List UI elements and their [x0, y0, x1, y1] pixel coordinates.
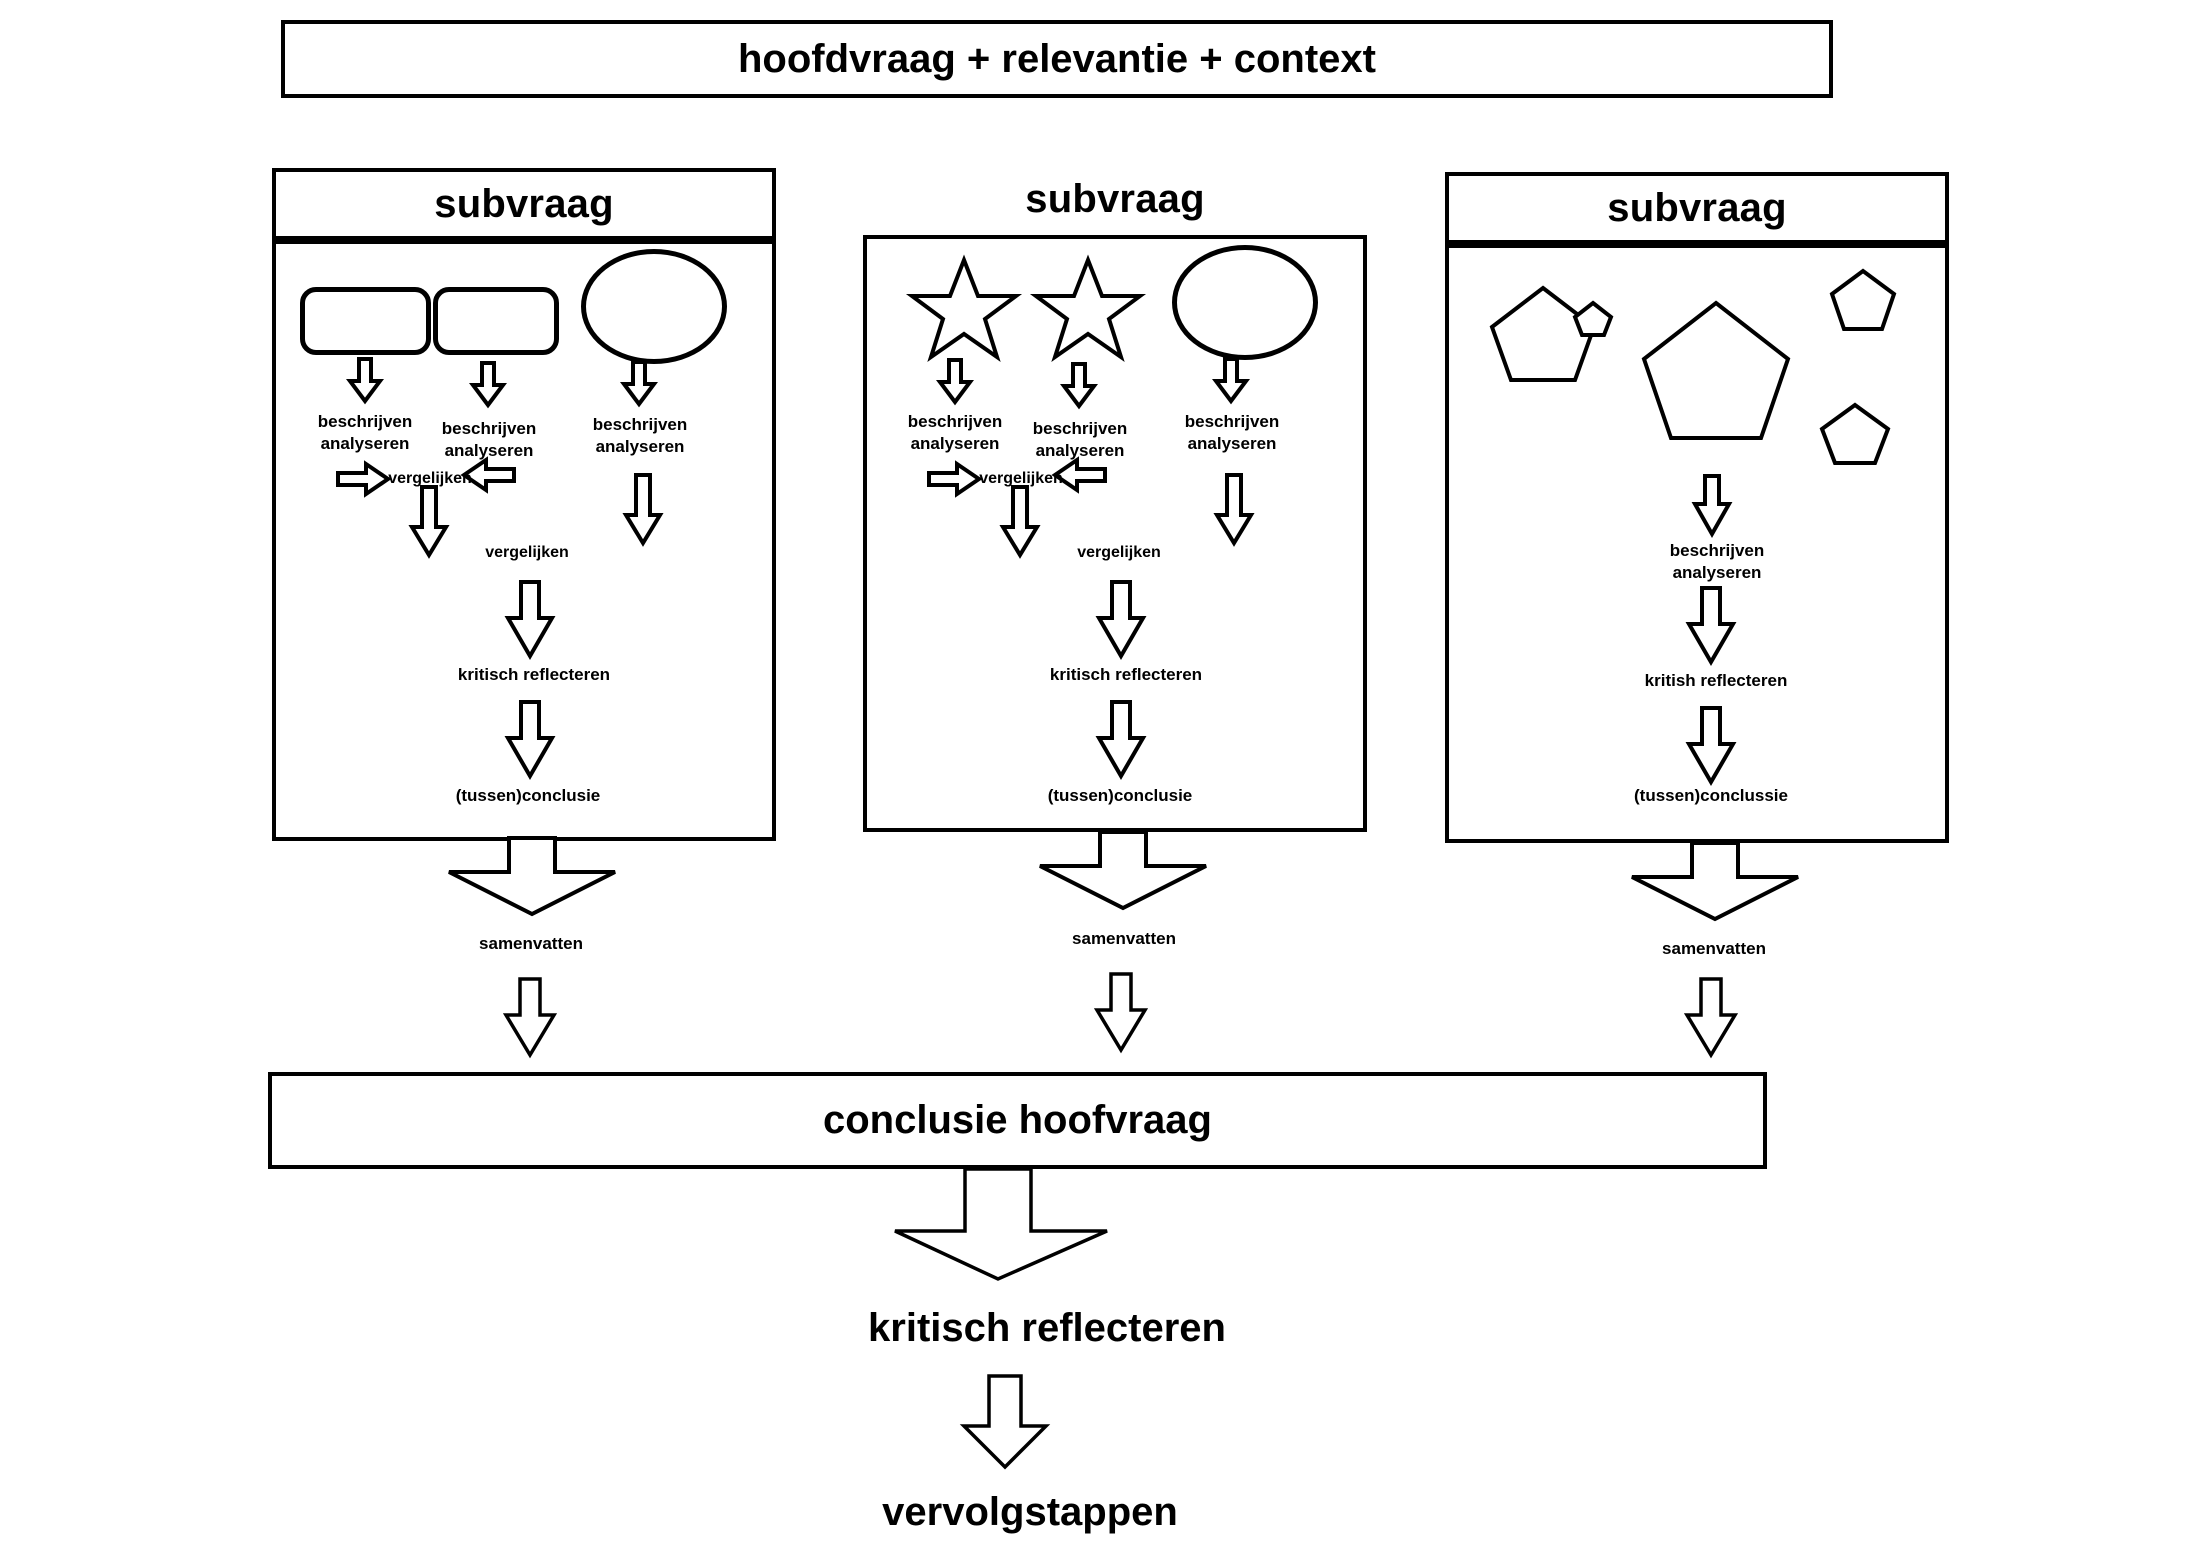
critical-reflect-label-2: kritisch reflecteren — [1049, 665, 1203, 684]
subquestion-header-2-text: subvraag — [863, 163, 1367, 235]
down-arrow-1f — [504, 580, 556, 660]
ellipse-shape-1 — [581, 249, 727, 364]
pentagon-shape-3b — [1572, 300, 1614, 337]
summarize-label-3: samenvatten — [1662, 939, 1766, 958]
ellipse-shape-2 — [1172, 245, 1318, 360]
pentagon-shape-3c — [1641, 300, 1791, 440]
critical-reflect-label-3: kritish reflecteren — [1644, 671, 1788, 690]
describe-analyse-label-1b: beschrijven analyseren — [441, 419, 537, 461]
pentagon-shape-3e — [1819, 402, 1891, 465]
next-steps-label: vervolgstappen — [882, 1490, 1178, 1534]
describe-analyse-label-1a: beschrijven analyseren — [317, 412, 413, 454]
down-arrow-1a — [346, 357, 384, 405]
down-arrow-3b — [1685, 586, 1737, 666]
describe-analyse-label-3: beschrijven analyseren — [1669, 541, 1765, 583]
down-arrow-2f — [1095, 580, 1147, 660]
final-critical-reflect-label: kritisch reflecteren — [868, 1306, 1226, 1350]
down-arrow-2h — [1093, 972, 1149, 1054]
big-down-arrow-2 — [1039, 830, 1207, 911]
down-arrow-1c — [620, 360, 658, 408]
main-conclusion-label: conclusie hoofvraag — [823, 1098, 1212, 1142]
down-arrow-1e — [622, 473, 664, 547]
rounded-rectangle-shape-1a — [300, 287, 431, 355]
down-arrow-2g — [1095, 700, 1147, 780]
describe-analyse-label-2b: beschrijven analyseren — [1032, 419, 1128, 461]
down-arrow-1d — [408, 485, 450, 559]
down-arrow-2d — [999, 485, 1041, 559]
big-down-arrow-3 — [1631, 841, 1799, 922]
subquestion-header-1: subvraag — [272, 168, 776, 240]
right-arrow-2 — [927, 460, 983, 498]
compare-label-1a: vergelijken — [388, 470, 472, 487]
main-question-label: hoofdvraag + relevantie + context — [738, 36, 1376, 81]
subquestion-header-label-2: subvraag — [1025, 176, 1205, 221]
summarize-label-2: samenvatten — [1072, 929, 1176, 948]
down-arrow-2e — [1213, 473, 1255, 547]
interim-conclusion-label-1: (tussen)conclusie — [455, 786, 601, 805]
star-shape-2b — [1029, 254, 1147, 363]
describe-analyse-label-1c: beschrijven analyseren — [592, 415, 688, 457]
subquestion-header-3: subvraag — [1445, 172, 1949, 244]
subquestion-header-label-3: subvraag — [1607, 185, 1787, 230]
rounded-rectangle-shape-1b — [433, 287, 559, 355]
right-arrow-1 — [336, 460, 392, 498]
compare-label-2b: vergelijken — [1077, 544, 1161, 561]
main-question-box: hoofdvraag + relevantie + context — [281, 20, 1833, 98]
interim-conclusion-label-3: (tussen)conclussie — [1634, 786, 1788, 805]
subquestion-header-label-1: subvraag — [434, 181, 614, 226]
interim-conclusion-label-2: (tussen)conclusie — [1047, 786, 1193, 805]
compare-label-1b: vergelijken — [485, 544, 569, 561]
star-shape-2a — [905, 254, 1023, 363]
left-arrow-1 — [460, 456, 516, 494]
main-conclusion-box: conclusie hoofvraag — [268, 1072, 1767, 1169]
down-arrow-final — [959, 1374, 1051, 1470]
down-arrow-1h — [502, 977, 558, 1059]
big-down-arrow-1 — [448, 836, 616, 917]
summarize-label-1: samenvatten — [479, 934, 583, 953]
down-arrow-2c — [1212, 357, 1250, 405]
down-arrow-3a — [1691, 474, 1733, 539]
critical-reflect-label-1: kritisch reflecteren — [457, 665, 611, 684]
describe-analyse-label-2c: beschrijven analyseren — [1184, 412, 1280, 454]
compare-label-2a: vergelijken — [979, 470, 1063, 487]
down-arrow-3d — [1683, 977, 1739, 1059]
down-arrow-1g — [504, 700, 556, 780]
big-down-arrow-final — [894, 1167, 1108, 1281]
left-arrow-2 — [1051, 456, 1107, 494]
down-arrow-3c — [1685, 706, 1737, 786]
pentagon-shape-3d — [1829, 268, 1897, 331]
down-arrow-1b — [469, 361, 507, 409]
down-arrow-2b — [1060, 362, 1098, 410]
describe-analyse-label-2a: beschrijven analyseren — [907, 412, 1003, 454]
down-arrow-2a — [936, 358, 974, 406]
